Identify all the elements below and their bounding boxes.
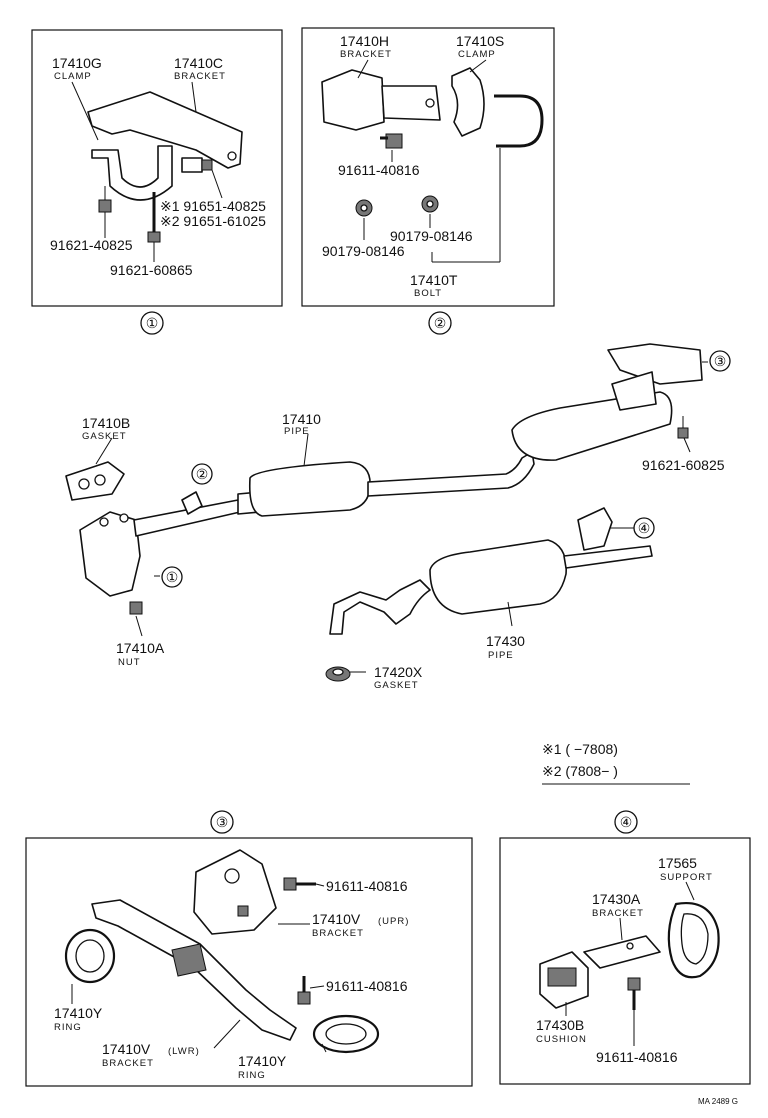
callout-4-circle [614, 810, 638, 834]
u-bolt-17410t-part [494, 94, 544, 148]
stud-91621-60865-label: 91621-60865 [110, 262, 193, 278]
center-muffler-17410-part [248, 461, 371, 517]
bolt-91611-40816-part [385, 133, 403, 149]
detail-box-2: 17410H BRACKET 17410S CLAMP 91611-40816 … [301, 27, 555, 307]
callout-3-label: ③ [216, 814, 229, 830]
bolt-note-2-label: ※2 91651-61025 [160, 213, 266, 229]
bracket-17410h-label: 17410H [340, 33, 389, 49]
detail-box-4: 17565 SUPPORT 17430A BRACKET 17430B CUSH… [499, 837, 751, 1085]
applicability-notes: ※1 ( −7808) ※2 (7808− ) [542, 741, 690, 785]
bolt-91611-40816-c-part [627, 977, 641, 991]
detail-box-3: 91611-40816 17410V (UPR) BRACKET 91611-4… [25, 837, 473, 1087]
nut-90179-a-label: 90179-08146 [322, 243, 405, 259]
stud-91621-60865-part [147, 231, 161, 243]
bolt-note-1-label: ※1 91651-40825 [160, 198, 266, 214]
u-bolt-17410t-label: 17410T [410, 272, 458, 288]
tail-pipe-17430-part [429, 539, 567, 615]
bolt-91611-40816-label: 91611-40816 [338, 162, 420, 178]
bracket-17410v-upr-part [193, 849, 277, 935]
gasket-17410b-label: 17410B [82, 415, 130, 431]
pipe-17410-name: PIPE [284, 426, 310, 437]
bolt-91621-40825-part [98, 199, 112, 213]
main-callout-2-circle [191, 463, 213, 485]
bracket-17410v-upr-label: 17410V [312, 911, 361, 927]
ring-17410y-right-label: 17410Y [238, 1053, 287, 1069]
clamp-17410g-label: 17410G [52, 55, 102, 71]
ring-17410y-right-name: RING [238, 1070, 266, 1081]
support-17565-label: 17565 [658, 855, 697, 871]
tail-pipe-17430-label: 17430 [486, 633, 525, 649]
gasket-17420x-label: 17420X [374, 664, 423, 680]
reference-code: MA 2489 G [698, 1097, 738, 1106]
bolt-91621-40825-label: 91621-40825 [50, 237, 133, 253]
bracket-17410v-lwr-name: BRACKET [102, 1058, 154, 1069]
callout-3-circle [210, 810, 234, 834]
bolt-91611-40816-c-label: 91611-40816 [596, 1049, 678, 1065]
main-callout-1-label: ① [166, 569, 179, 585]
bolt-91611-40816-a-label: 91611-40816 [326, 878, 408, 894]
main-callout-3-label: ③ [714, 353, 727, 369]
bolt-91611-40816-b-part [297, 991, 311, 1005]
nut-17410a-part [129, 601, 143, 615]
note-1-label: ※1 ( −7808) [542, 741, 618, 757]
bracket-17410h-part [321, 69, 385, 131]
ring-17410y-left-label: 17410Y [54, 1005, 103, 1021]
bolt-91621-60825-part [677, 427, 689, 439]
clamp-17410g-name: CLAMP [54, 71, 92, 82]
bracket-17430a-part [583, 935, 661, 969]
callout-1-label: ① [146, 315, 159, 331]
main-callout-3-circle [709, 350, 731, 372]
callout-4-label: ④ [620, 814, 633, 830]
nut-90179-b-label: 90179-08146 [390, 228, 473, 244]
front-pipe-flange-part [79, 511, 141, 597]
clamp-17410s-part [451, 67, 485, 137]
bracket-17410v-upr-name: BRACKET [312, 928, 364, 939]
bracket-17410h-name: BRACKET [340, 49, 392, 60]
cushion-17430b-name: CUSHION [536, 1034, 587, 1045]
main-exhaust-assembly: 17410B GASKET 17410 PIPE 91621-60825 174… [65, 343, 725, 691]
clamp-17410g-part [91, 145, 173, 201]
main-callout-2-label: ② [196, 466, 209, 482]
gasket-17420x-name: GASKET [374, 680, 419, 691]
detail-box-1: 17410G CLAMP 17410C BRACKET ※1 91651-408… [31, 29, 283, 307]
note-2-label: ※2 (7808− ) [542, 763, 618, 779]
bolt-91621-60825-label: 91621-60825 [642, 457, 725, 473]
callout-2-circle [428, 311, 452, 335]
gasket-17410b-name: GASKET [82, 431, 127, 442]
main-callout-4-circle [633, 517, 655, 539]
nut-17410a-label: 17410A [116, 640, 165, 656]
bolt-91651-part [181, 157, 203, 173]
support-17565-name: SUPPORT [660, 872, 713, 883]
clamp-17410s-label: 17410S [456, 33, 504, 49]
ring-17410y-left-name: RING [54, 1022, 82, 1033]
u-bolt-17410t-name: BOLT [414, 288, 442, 299]
bracket-17410v-lwr-label: 17410V [102, 1041, 151, 1057]
tail-pipe-17430-name: PIPE [488, 650, 514, 661]
bracket-17410v-lwr-suffix: (LWR) [168, 1046, 200, 1057]
clamp-17410s-name: CLAMP [458, 49, 496, 60]
callout-2-label: ② [434, 315, 447, 331]
nut-17410a-name: NUT [118, 657, 141, 668]
main-callout-1-circle [161, 566, 183, 588]
main-callout-4-label: ④ [638, 520, 651, 536]
main-muffler-part [511, 391, 673, 461]
bracket-17410v-upr-suffix: (UPR) [378, 916, 409, 927]
bolt-91611-40816-a-part [283, 877, 297, 891]
bolt-91611-40816-b-label: 91611-40816 [326, 978, 408, 994]
pipe-17410-label: 17410 [282, 411, 321, 427]
bracket-17410c-label: 17410C [174, 55, 223, 71]
bracket-17430a-name: BRACKET [592, 908, 644, 919]
bracket-17430a-label: 17430A [592, 891, 641, 907]
callout-1-circle [140, 311, 164, 335]
bracket-17410c-name: BRACKET [174, 71, 226, 82]
cushion-17430b-label: 17430B [536, 1017, 584, 1033]
